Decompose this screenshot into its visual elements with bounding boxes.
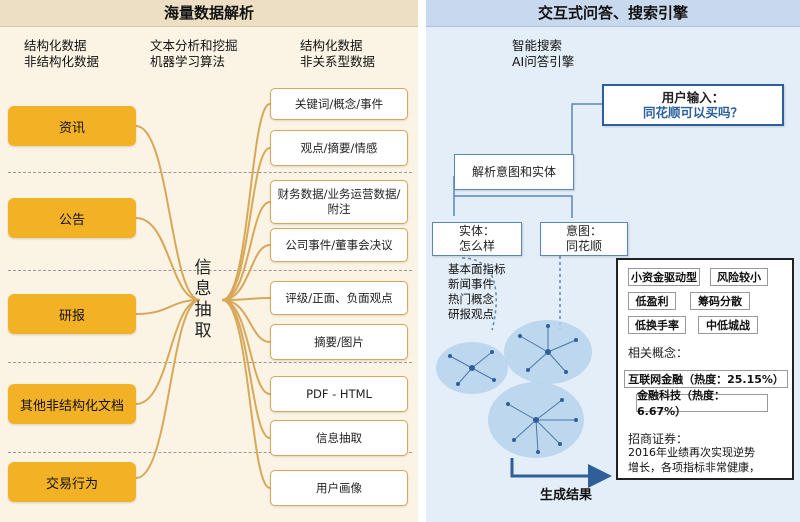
- concept-internet-finance: 互联网金融（热度：25.15%）: [624, 370, 788, 388]
- left-subtitle-col2: 文本分析和挖掘 机器学习算法: [150, 38, 238, 69]
- category-other-documents: 其他非结构化文档: [8, 384, 136, 424]
- output-info-extraction: 信息抽取: [270, 420, 408, 456]
- tag-low-risk: 风险较小: [710, 268, 768, 286]
- parse-intent-entity-box: 解析意图和实体: [454, 154, 574, 190]
- right-panel-title: 交互式问答、搜索引擎: [426, 0, 800, 27]
- category-announcement: 公告: [8, 198, 136, 238]
- tag-low-turnover: 低换手率: [628, 316, 686, 334]
- separator-line: [8, 270, 412, 271]
- related-concepts-label: 相关概念：: [628, 346, 689, 360]
- user-input-box: 用户输入： 同花顺可以买吗？: [602, 84, 784, 126]
- user-input-question: 同花顺可以买吗？: [642, 105, 743, 120]
- left-subtitle-col3: 结构化数据 非关系型数据: [300, 38, 376, 69]
- category-news: 资讯: [8, 106, 136, 146]
- category-trading-behavior: 交易行为: [8, 462, 136, 502]
- intent-box: 意图： 同花顺: [540, 222, 628, 256]
- separator-line: [8, 452, 412, 453]
- output-summary-images: 摘要/图片: [270, 324, 408, 360]
- info-extraction-label: 信 息 抽 取: [194, 258, 212, 341]
- output-company-events: 公司事件/董事会决议: [270, 228, 408, 262]
- output-user-profile: 用户画像: [270, 470, 408, 506]
- tag-small-cap-driven: 小资金驱动型: [628, 268, 700, 286]
- separator-line: [8, 362, 412, 363]
- output-financial-data: 财务数据/业务运营数据/附注: [270, 180, 408, 224]
- concept-fintech: 金融科技（热度：6.67%）: [636, 389, 768, 418]
- output-ratings: 评级/正面、负面观点: [270, 281, 408, 315]
- tag-mid-low-level: 中低城战: [698, 316, 758, 334]
- separator-line: [8, 172, 412, 173]
- left-subtitle-col1: 结构化数据 非结构化数据: [24, 38, 100, 69]
- left-panel-title: 海量数据解析: [0, 0, 418, 27]
- broker-label: 招商证券：: [628, 432, 689, 446]
- tag-dispersed-holdings: 筹码分散: [690, 292, 750, 310]
- output-opinions: 观点/摘要/情感: [270, 130, 408, 166]
- tag-low-profit: 低盈利: [628, 292, 676, 310]
- output-keywords: 关键词/概念/事件: [270, 88, 408, 120]
- right-subtitle: 智能搜索 AI问答引擎: [512, 38, 575, 69]
- broker-comment: 2016年业绩再次实现逆势 增长，各项指标非常健康，: [628, 446, 760, 474]
- result-label: 生成结果: [540, 488, 593, 503]
- knowledge-graph-cluster: [436, 320, 592, 458]
- entity-source-list: 基本面指标 新闻事件 热门概念 研报观点: [448, 262, 506, 321]
- output-pdf-html: PDF - HTML: [270, 376, 408, 412]
- category-research-report: 研报: [8, 294, 136, 334]
- entity-box: 实体： 怎么样: [432, 222, 522, 256]
- user-input-label: 用户输入：: [661, 90, 725, 105]
